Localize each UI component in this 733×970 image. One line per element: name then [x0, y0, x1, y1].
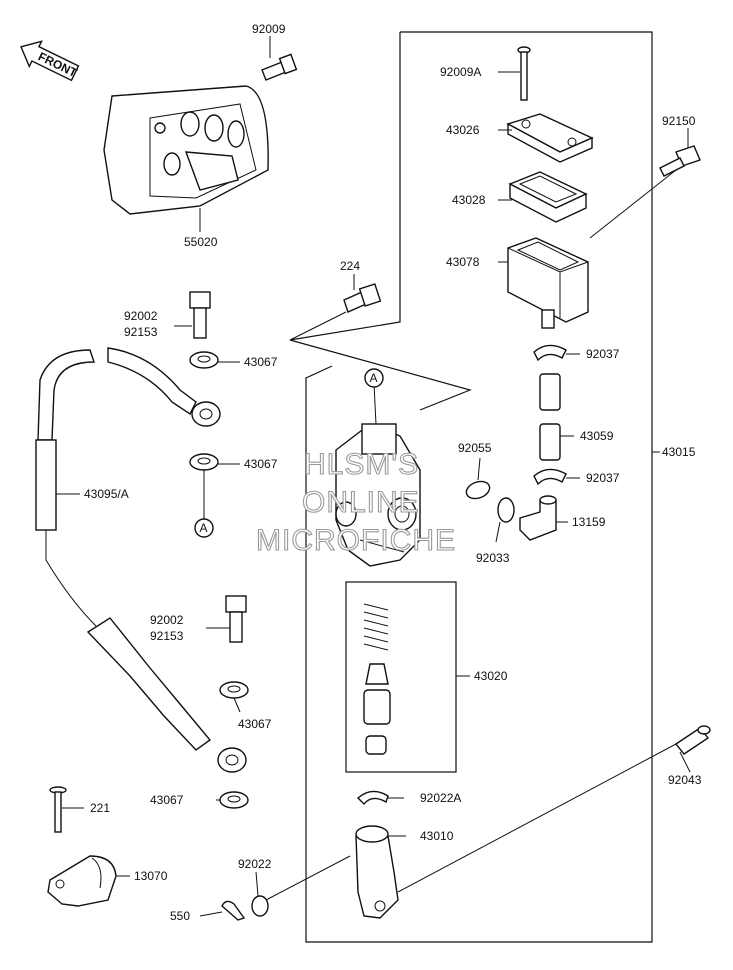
- label-43020: 43020: [474, 669, 508, 683]
- washer-43067-d: [219, 791, 249, 809]
- label-550: 550: [170, 909, 190, 923]
- label-43026: 43026: [446, 123, 480, 137]
- label-92009A: 92009A: [440, 65, 481, 79]
- washer-43067-b: [189, 453, 219, 471]
- label-43059: 43059: [580, 429, 614, 443]
- label-43015: 43015: [662, 445, 696, 459]
- label-13070: 13070: [134, 869, 168, 883]
- watermark-line-3: MICROFICHE: [256, 524, 456, 557]
- label-55020: 55020: [184, 235, 218, 249]
- banjo-bolt-top: [189, 291, 211, 339]
- circlip-92022A: [356, 790, 389, 806]
- washer-92022: [251, 895, 269, 917]
- label-92037-b: 92037: [586, 471, 620, 485]
- label-92002-top: 92002: [124, 309, 158, 323]
- screw-92009A: [517, 46, 531, 101]
- label-92022A: 92022A: [420, 791, 461, 805]
- bolt-92150: [659, 145, 701, 177]
- brake-hose-43095A: [35, 347, 247, 773]
- label-92002-bottom: 92002: [150, 613, 184, 627]
- label-43067-c: 43067: [238, 717, 272, 731]
- watermark-line-2: ONLINE: [302, 486, 420, 519]
- guard-55020: [103, 85, 269, 215]
- label-92150: 92150: [662, 114, 696, 128]
- label-92022: 92022: [238, 857, 272, 871]
- callout-a-top-label: A: [370, 371, 378, 385]
- watermark: HLSM'S ONLINE MICROFICHE: [255, 447, 456, 557]
- push-rod-43010: [355, 825, 399, 919]
- o-ring-92055: [465, 480, 491, 500]
- label-43028: 43028: [452, 193, 486, 207]
- reservoir-43078: [507, 237, 589, 329]
- label-92153-bottom: 92153: [150, 629, 184, 643]
- frame-link: [289, 32, 472, 411]
- label-92043: 92043: [668, 773, 702, 787]
- callout-a-left: A: [194, 518, 214, 538]
- front-arrow: FRONT: [20, 40, 80, 82]
- label-224: 224: [340, 259, 360, 273]
- diaphragm-43028: [508, 171, 588, 223]
- bolt-92009: [261, 53, 298, 81]
- label-43010: 43010: [420, 829, 454, 843]
- master-cylinder-body: [335, 423, 421, 567]
- washer-43067-c: [219, 681, 249, 699]
- screw-221: [49, 786, 67, 833]
- clamp-92037-b: [533, 468, 567, 486]
- label-92037-a: 92037: [586, 347, 620, 361]
- label-43078: 43078: [446, 255, 480, 269]
- front-arrow-label: FRONT: [36, 49, 80, 80]
- clamp-13070: [47, 855, 117, 907]
- bolt-224: [343, 283, 382, 313]
- leader-lines: [56, 36, 691, 917]
- cap-43026: [506, 113, 594, 163]
- clamp-92037-a: [533, 344, 567, 362]
- piston-kit-43020: [363, 603, 391, 755]
- washer-43067-a: [189, 351, 219, 369]
- banjo-bolt-bottom: [225, 595, 247, 643]
- label-43095A: 43095/A: [84, 487, 129, 501]
- label-92055: 92055: [458, 441, 492, 455]
- assembly-frame-43015: [305, 31, 653, 943]
- assembly-frame-43020: [345, 581, 457, 773]
- label-92009: 92009: [252, 22, 286, 36]
- hose-43059: [539, 373, 561, 461]
- pin-92043: [674, 725, 711, 755]
- label-43067-b: 43067: [244, 457, 278, 471]
- label-43067-d: 43067: [150, 793, 184, 807]
- watermark-line-1: HLSM'S: [304, 448, 419, 481]
- callout-a-left-label: A: [200, 521, 208, 535]
- callout-a-top: A: [364, 368, 384, 388]
- label-92153-top: 92153: [124, 325, 158, 339]
- label-13159: 13159: [572, 515, 606, 529]
- label-221: 221: [90, 801, 110, 815]
- label-92033: 92033: [476, 551, 510, 565]
- circlip-92033: [497, 497, 515, 523]
- fitting-13159: [519, 495, 557, 541]
- part-labels: 92009 55020 92009A 43026 43028 92150 224…: [84, 22, 702, 923]
- label-43067-a: 43067: [244, 355, 278, 369]
- cotter-pin-550: [221, 900, 246, 921]
